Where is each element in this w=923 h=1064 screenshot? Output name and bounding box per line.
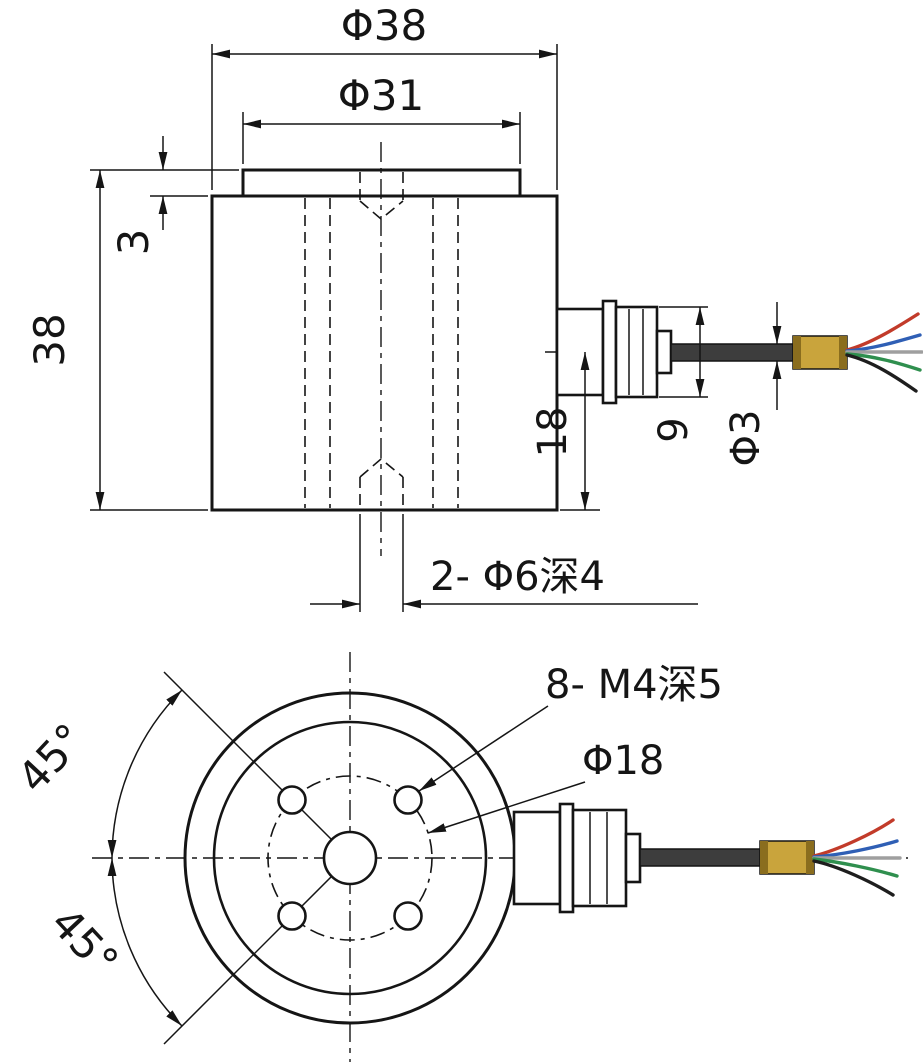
- leader-line: [418, 705, 549, 792]
- plan-cable-assembly: [512, 802, 902, 914]
- ferrule-band: [760, 841, 768, 874]
- dimension-text-38: 38: [25, 313, 74, 366]
- dimension-text-45-lower: 45°: [41, 898, 128, 986]
- radial-line-upper: [163, 671, 351, 859]
- dimension-text-3: 3: [109, 229, 158, 256]
- dimension-phi31: Φ31: [242, 71, 521, 164]
- wire-blue: [845, 333, 922, 353]
- bolt-hole: [277, 785, 307, 815]
- dimension-angle-upper: 45°: [8, 689, 183, 859]
- cable: [639, 848, 761, 867]
- dimension-text-phi31: Φ31: [338, 71, 425, 120]
- dimension-bottom-holes: 2- Φ6深4: [310, 514, 698, 612]
- plan-view: 45° 45° 8- M4深5 Φ18: [8, 652, 908, 1062]
- wire-red: [845, 312, 920, 352]
- callout-bolt-holes: 8- M4深5: [418, 662, 723, 792]
- wire-black: [812, 859, 895, 897]
- dimension-9: 9: [651, 306, 708, 443]
- connector-block: [512, 810, 562, 906]
- center-hole: [322, 830, 378, 886]
- connector-flange: [558, 802, 575, 914]
- dimension-angle-lower: 45°: [41, 857, 183, 1027]
- connector-block: [555, 307, 605, 397]
- wire-strands: [845, 312, 923, 393]
- ferrule-sleeve: [792, 335, 848, 370]
- gland-step: [624, 832, 642, 884]
- radial-line-lower: [163, 857, 351, 1045]
- dimension-text-45-upper: 45°: [8, 714, 95, 802]
- dimension-18: 18: [530, 352, 600, 511]
- ferrule-sleeve: [759, 840, 815, 875]
- dimension-plate-thickness: 3: [90, 136, 239, 255]
- callout-text-m4: 8- M4深5: [545, 662, 723, 708]
- bolt-hole: [393, 901, 423, 931]
- sensor-body-outline: [210, 194, 559, 512]
- wire-green: [812, 857, 899, 878]
- angle-arc: [107, 689, 183, 859]
- leader-line: [427, 781, 586, 834]
- wire-strands: [812, 818, 902, 897]
- bolt-holes: [277, 785, 423, 931]
- gland-nut: [614, 305, 659, 399]
- gland-step: [655, 329, 673, 375]
- wire-red: [812, 818, 895, 858]
- dimension-text-center-holes: 2- Φ6深4: [430, 554, 605, 600]
- hidden-drill-point-bottom: [359, 457, 404, 478]
- angle-arc: [107, 857, 183, 1027]
- bolt-hole: [277, 901, 307, 931]
- dimension-text-phi38: Φ38: [341, 1, 428, 50]
- wire-black: [845, 353, 918, 393]
- dimension-height-38: 38: [25, 170, 208, 511]
- ferrule-band: [839, 336, 847, 369]
- ferrule-band: [806, 841, 814, 874]
- ferrule-band: [793, 336, 801, 369]
- cable: [670, 343, 794, 362]
- dimension-text-9: 9: [651, 417, 697, 442]
- callout-bolt-circle: Φ18: [427, 738, 664, 834]
- dimension-text-18: 18: [530, 407, 576, 458]
- connector-flange: [601, 299, 618, 405]
- wire-blue: [812, 839, 899, 859]
- dimension-text-phi3: Φ3: [723, 410, 769, 467]
- side-view: Φ38 Φ31 3 38 18: [25, 1, 923, 612]
- wire-green: [845, 352, 922, 372]
- callout-text-phi18: Φ18: [582, 738, 664, 784]
- dimension-phi3: Φ3: [723, 302, 782, 467]
- cable-gland-assembly: [555, 299, 923, 405]
- dimension-phi38: Φ38: [211, 1, 558, 190]
- gland-nut: [571, 808, 628, 908]
- bolt-hole: [393, 785, 423, 815]
